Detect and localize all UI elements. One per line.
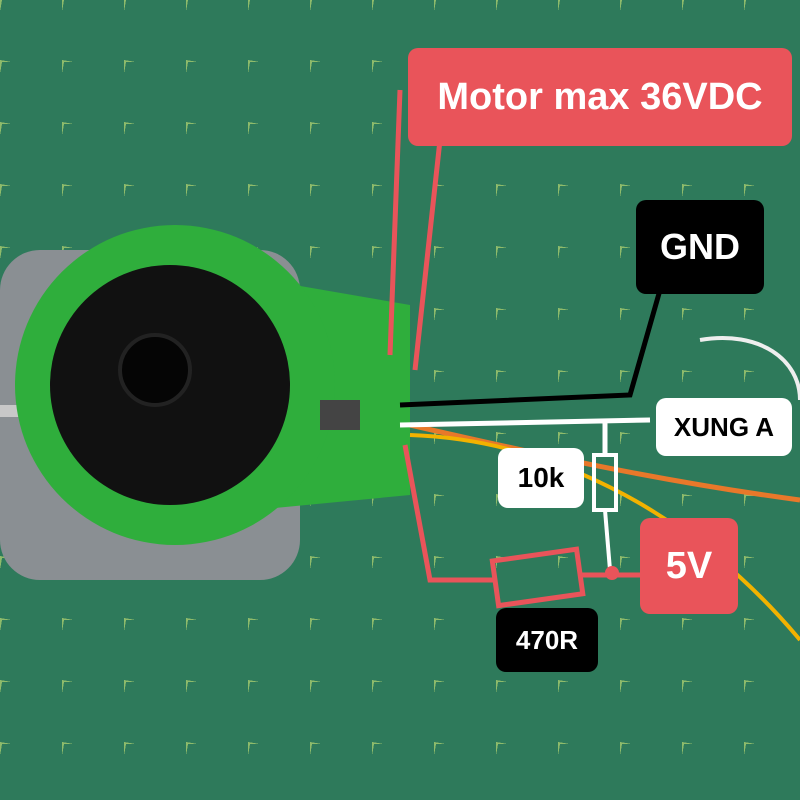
orange-wire bbox=[409, 422, 800, 503]
gnd-wire-drawn bbox=[399, 289, 663, 408]
motor-wires-drawn bbox=[387, 89, 443, 371]
resistor-10k-label: 10k bbox=[498, 448, 584, 508]
motor-shaft bbox=[118, 333, 192, 407]
5v-label: 5V bbox=[640, 518, 738, 614]
gnd-label: GND bbox=[636, 200, 764, 294]
resistor-470r-label: 470R bbox=[496, 608, 598, 672]
resistor-10k-lead bbox=[603, 509, 612, 571]
xung-a-label: XUNG A bbox=[656, 398, 792, 456]
signal-wire-drawn bbox=[399, 417, 651, 455]
pcb-chip bbox=[320, 400, 360, 430]
yellow-wire bbox=[409, 433, 800, 642]
motor-voltage-label: Motor max 36VDC bbox=[408, 48, 792, 146]
white-wire-end bbox=[699, 336, 800, 401]
junction-dot bbox=[605, 566, 619, 580]
resistor-470r-symbol bbox=[489, 546, 586, 609]
